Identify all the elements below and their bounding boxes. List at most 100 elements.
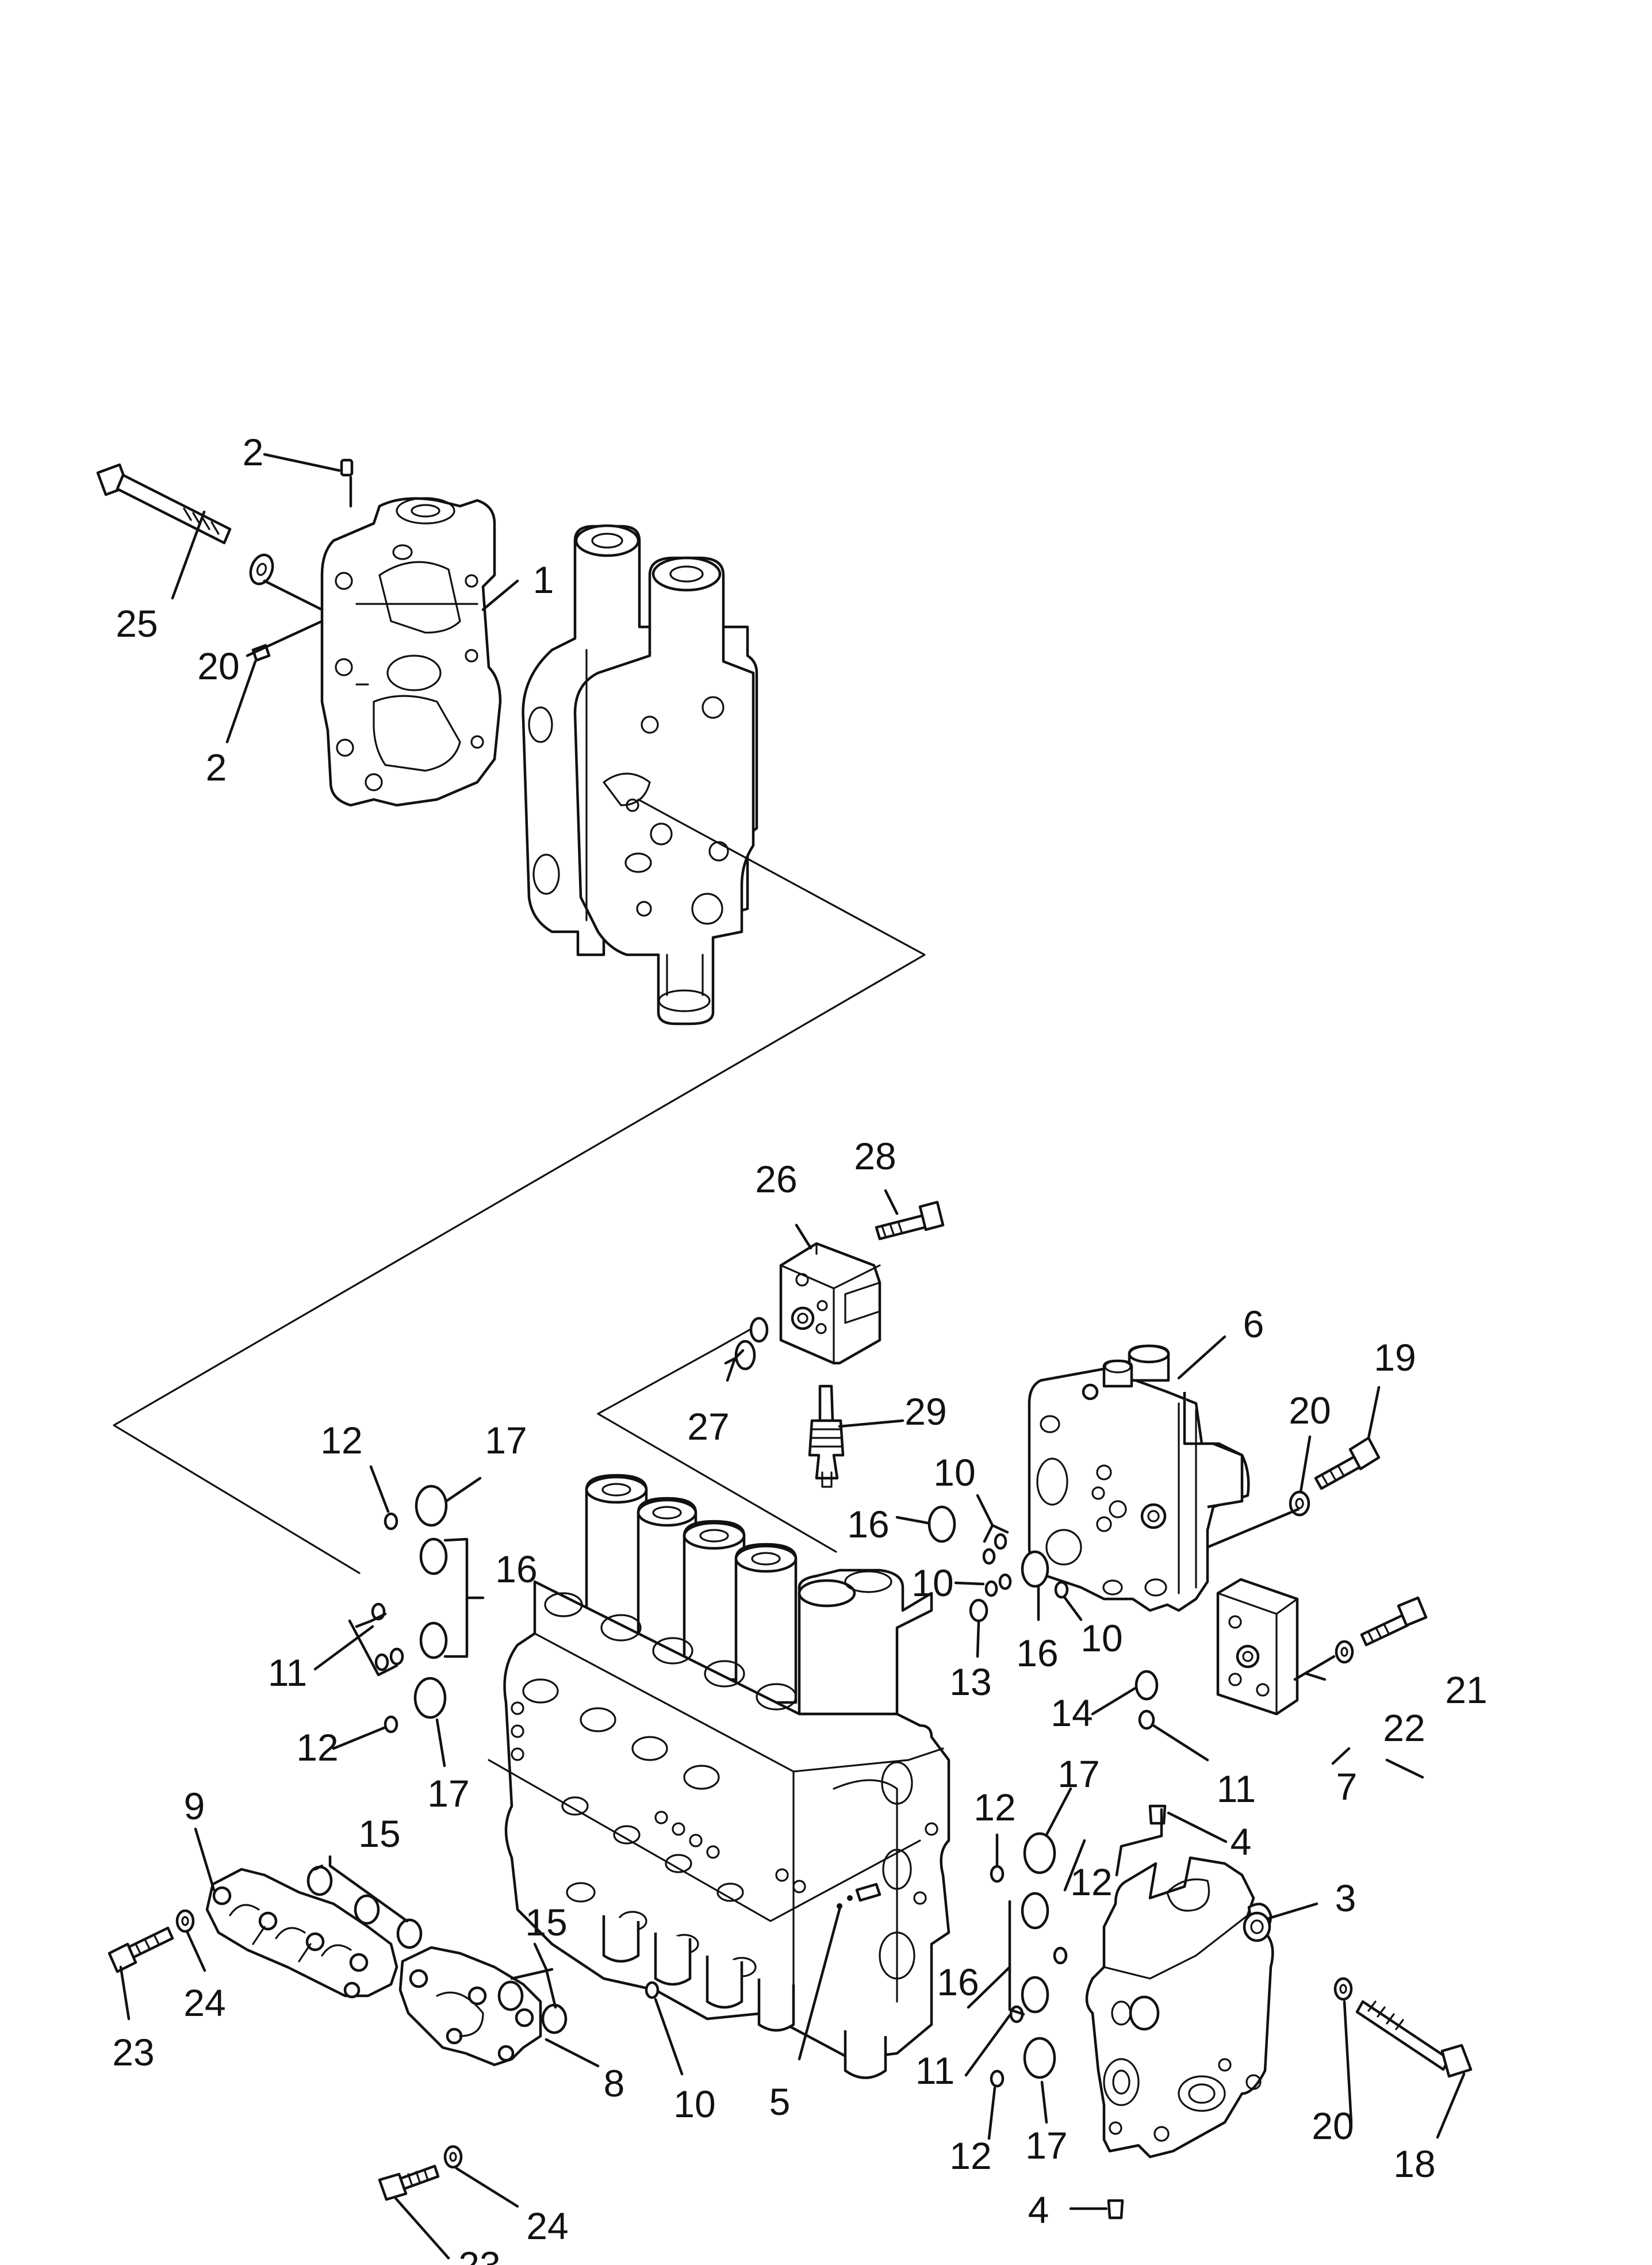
label-part-28: 28 xyxy=(854,1135,896,1177)
label-part-21: 21 xyxy=(1445,1669,1487,1711)
washer-20-lower-drawing xyxy=(1333,1977,1353,2001)
label-part-12-ring: 12 xyxy=(1070,1861,1112,1903)
relief-valve-29-drawing xyxy=(808,1384,845,1488)
label-part-17-c: 17 xyxy=(1057,1753,1099,1795)
label-part-10-a: 10 xyxy=(933,1451,975,1494)
o-ring-16-right-drawing xyxy=(1021,1550,1049,1588)
bolt-23-b-drawing xyxy=(378,2164,440,2201)
o-ring-12-a-drawing xyxy=(384,1512,398,1531)
plug-5-drawing xyxy=(855,1883,881,1902)
o-ring-10-b-drawing xyxy=(998,1573,1012,1590)
label-part-20-lower: 20 xyxy=(1312,2105,1354,2147)
label-part-4-lower: 4 xyxy=(1028,2189,1049,2231)
o-ring-10-d-drawing xyxy=(645,1981,660,1999)
o-ring-10-a2-drawing xyxy=(982,1548,996,1565)
o-ring-10-a-drawing xyxy=(994,1533,1007,1550)
label-part-22: 22 xyxy=(1383,1707,1425,1749)
label-part-16-mid: 16 xyxy=(847,1503,889,1545)
label-part-6: 6 xyxy=(1243,1303,1264,1345)
label-part-15-b: 15 xyxy=(525,1901,567,1943)
o-ring-15-b-drawing xyxy=(497,1980,568,2034)
bolt-19-drawing xyxy=(1314,1436,1381,1490)
label-part-5: 5 xyxy=(769,2080,791,2123)
washer-20-upper-drawing xyxy=(249,553,274,586)
o-ring-10-b2-drawing xyxy=(984,1580,998,1597)
bolt-23-a-drawing xyxy=(108,1926,174,1973)
o-ring-12-b-drawing xyxy=(384,1715,398,1734)
label-part-20-right: 20 xyxy=(1289,1389,1331,1432)
o-ring-16-left-a-drawing xyxy=(419,1537,448,1575)
o-ring-16-lower-a-drawing xyxy=(1021,1892,1049,1930)
label-part-17-d: 17 xyxy=(1025,2124,1067,2167)
label-part-10-d: 10 xyxy=(673,2083,715,2125)
label-part-12-a: 12 xyxy=(320,1419,362,1461)
label-part-20-upper: 20 xyxy=(197,645,239,687)
label-part-16-lower: 16 xyxy=(937,1961,979,2003)
connector-lines xyxy=(113,798,926,1574)
label-part-17-b: 17 xyxy=(427,1772,469,1815)
o-ring-10-c-drawing xyxy=(1054,1581,1069,1599)
label-part-2-lower: 2 xyxy=(206,746,227,789)
label-part-24-b: 24 xyxy=(526,2205,568,2247)
label-part-18: 18 xyxy=(1393,2142,1435,2185)
label-part-19: 19 xyxy=(1374,1336,1416,1379)
o-ring-17-c-drawing xyxy=(1023,1832,1056,1874)
o-ring-16-lower-b-drawing xyxy=(1021,1976,1049,2014)
label-part-2-upper: 2 xyxy=(243,431,264,473)
o-ring-14-drawing xyxy=(1134,1670,1159,1701)
o-ring-17-a-drawing xyxy=(415,1485,448,1527)
cover-8-drawing xyxy=(398,1946,542,2067)
label-part-24-a: 24 xyxy=(183,1981,225,2024)
callout-labels: 1 2 2 25 20 26 28 27 29 6 19 20 12 17 16… xyxy=(112,431,1487,2265)
plug-2-lower-drawing xyxy=(251,644,271,662)
label-part-8: 8 xyxy=(604,2062,625,2105)
label-part-23-b: 23 xyxy=(458,2244,500,2265)
washer-24-b-drawing xyxy=(443,2145,463,2169)
valve-cover-6-drawing xyxy=(1028,1344,1250,1612)
label-part-9: 9 xyxy=(184,1785,205,1827)
o-ring-12-d-drawing xyxy=(990,2069,1005,2088)
label-part-13: 13 xyxy=(949,1661,991,1703)
block-26-drawing xyxy=(779,1242,881,1365)
label-part-10-c: 10 xyxy=(1080,1617,1122,1659)
o-ring-17-d-drawing xyxy=(1023,2037,1056,2079)
o-ring-13-drawing xyxy=(969,1598,988,1623)
plug-2-upper-drawing xyxy=(340,458,354,477)
cover-9-drawing xyxy=(205,1868,398,1999)
plug-4-lower-drawing xyxy=(1107,2199,1124,2220)
long-bolt-25-drawing xyxy=(96,463,232,545)
label-part-16-left: 16 xyxy=(495,1548,537,1590)
o-ring-27-drawing xyxy=(734,1317,769,1371)
o-ring-16-left-b-drawing xyxy=(419,1621,448,1659)
label-part-14: 14 xyxy=(1051,1692,1093,1734)
label-part-27: 27 xyxy=(687,1405,729,1448)
label-part-25: 25 xyxy=(116,602,158,645)
o-ring-11-left-c-drawing xyxy=(389,1647,404,1666)
o-ring-15-a-drawing xyxy=(306,1865,423,1949)
label-part-7: 7 xyxy=(1336,1765,1358,1808)
o-ring-11-lower-a-drawing xyxy=(1053,1946,1068,1965)
label-part-29: 29 xyxy=(904,1390,946,1433)
upper-valve-assembly xyxy=(522,524,758,1026)
label-part-17-a: 17 xyxy=(485,1419,527,1461)
washer-24-a-drawing xyxy=(175,1909,195,1933)
label-part-1: 1 xyxy=(533,558,554,601)
o-rings xyxy=(371,1485,1159,2088)
label-part-16-right: 16 xyxy=(1016,1632,1058,1674)
o-ring-17-b-drawing xyxy=(413,1677,447,1719)
label-part-12-d: 12 xyxy=(949,2134,991,2177)
bolt-21-drawing xyxy=(1360,1596,1428,1647)
bolt-18-drawing xyxy=(1355,2000,1473,2078)
bolt-28-drawing xyxy=(875,1200,945,1241)
label-part-10-b: 10 xyxy=(911,1562,953,1604)
label-part-23-a: 23 xyxy=(112,2031,154,2073)
o-ring-12-c-drawing xyxy=(990,1865,1005,1883)
label-part-3: 3 xyxy=(1335,1877,1356,1919)
label-part-11-left: 11 xyxy=(268,1651,308,1694)
o-ring-11-right-drawing xyxy=(1138,1709,1155,1730)
label-part-15-a: 15 xyxy=(358,1812,400,1855)
label-part-4-upper: 4 xyxy=(1231,1820,1252,1863)
plate-7-drawing xyxy=(1216,1578,1299,1716)
label-part-12-b: 12 xyxy=(296,1726,338,1769)
